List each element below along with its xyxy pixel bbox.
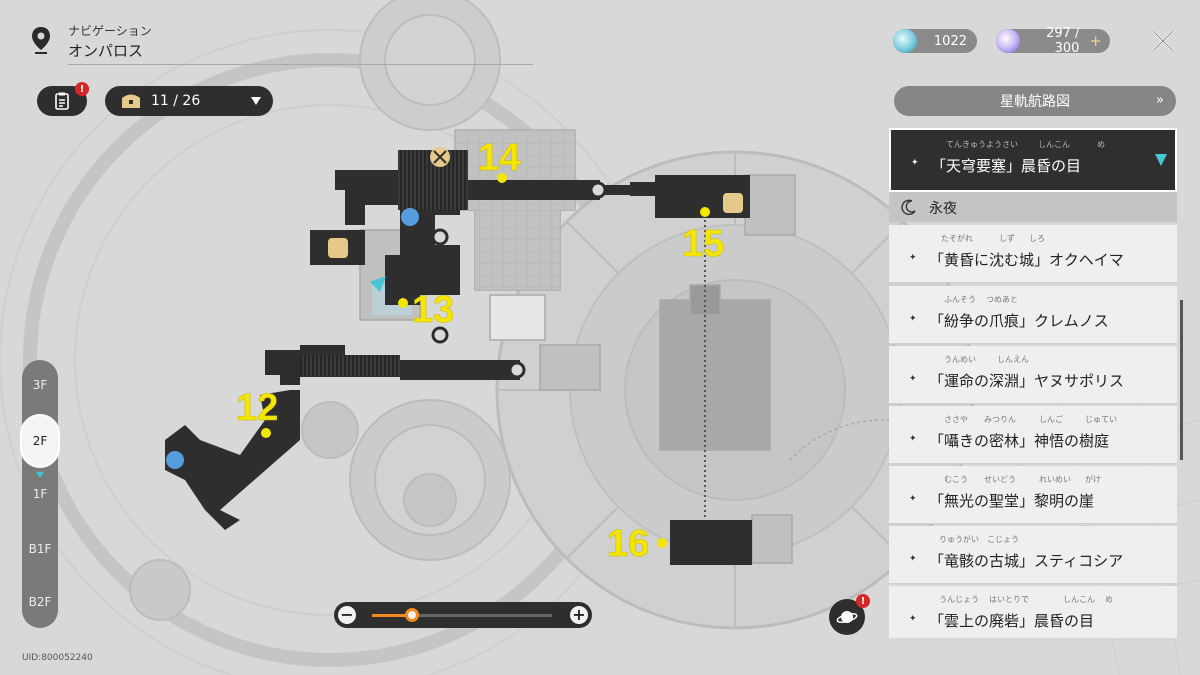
area-item[interactable]: ✦ ふんそう つめあと 「紛争の爪痕」クレムノス	[889, 286, 1177, 344]
area-name: 「雲上の廃砦」晨昏の目	[929, 612, 1095, 630]
furigana: ささや みつりん しんご じゅてい	[944, 415, 1117, 424]
area-item[interactable]: ✦ うんじょう はいとりで しんこん め 「雲上の廃砦」晨昏の目	[889, 586, 1177, 638]
area-name: 「黄昏に沈む城」オクヘイマ	[929, 251, 1124, 269]
double-chevron-right-icon: »	[1156, 93, 1164, 108]
area-name: 「無光の聖堂」黎明の崖	[929, 492, 1095, 510]
trailblaze-power-orb-icon	[996, 29, 1020, 53]
map-marker-label: 16	[607, 523, 649, 565]
diamond-bullet-icon: ✦	[909, 434, 917, 444]
floor-b1f[interactable]: B1F	[28, 542, 52, 556]
area-name: 「囁きの密林」神悟の樹庭	[929, 432, 1110, 450]
diamond-bullet-icon: ✦	[909, 614, 917, 624]
chest-count: 11 / 26	[151, 93, 201, 109]
star-map-alert-badge: !	[856, 594, 870, 608]
map-marker-label: 13	[412, 289, 454, 331]
header-divider	[68, 64, 533, 65]
player-uid: UID:800052240	[22, 653, 93, 663]
map-marker-label: 14	[478, 137, 520, 179]
close-icon[interactable]	[1150, 28, 1176, 54]
diamond-bullet-icon: ✦	[911, 158, 919, 168]
furigana: うんじょう はいとりで しんこん め	[939, 595, 1113, 604]
star-rail-map-button[interactable]: 星軌航路図 »	[894, 86, 1176, 116]
puzzle-icon[interactable]	[328, 238, 348, 258]
area-name: 「天穹要塞」晨昏の目	[931, 157, 1082, 175]
floor-1f[interactable]: 1F	[32, 487, 48, 501]
zoom-slider[interactable]: − +	[334, 602, 592, 628]
floor-2f[interactable]: 2F	[22, 416, 58, 466]
furigana: てんきゅうようさい しんこん め	[946, 140, 1105, 149]
section-label: 永夜	[929, 201, 957, 217]
furigana: うんめい しんえん	[944, 355, 1029, 364]
route-button-label: 星軌航路図	[1000, 94, 1070, 110]
trailblaze-power-counter[interactable]: 297 / 300 +	[996, 26, 1110, 56]
chevron-down-icon[interactable]	[251, 97, 261, 105]
player-floor-indicator-icon	[36, 472, 44, 478]
treasure-chest-icon	[122, 94, 140, 108]
diamond-bullet-icon: ✦	[909, 494, 917, 504]
map-marker-label: 12	[236, 387, 278, 429]
zoom-in-button[interactable]: +	[570, 606, 588, 624]
stellar-jade-orb-icon	[893, 29, 917, 53]
area-name: 「紛争の爪痕」クレムノス	[929, 312, 1109, 330]
zoom-track[interactable]	[372, 608, 552, 622]
area-name: 「運命の深淵」ヤヌサポリス	[929, 372, 1125, 390]
crossed-swords-icon[interactable]	[430, 147, 450, 167]
clipboard-icon	[55, 92, 69, 110]
map-marker-label: 15	[682, 223, 724, 265]
puzzle-icon[interactable]	[723, 193, 743, 213]
add-power-icon[interactable]: +	[1089, 32, 1102, 50]
location-name: オンパロス	[68, 42, 144, 60]
player-location-icon	[370, 276, 386, 292]
area-list-scrollbar[interactable]	[1180, 300, 1183, 460]
area-item-selected[interactable]: ✦ てんきゅうようさい しんこん め 「天穹要塞」晨昏の目	[889, 128, 1177, 192]
area-name: 「竜骸の古城」スティコシア	[929, 552, 1124, 570]
diamond-bullet-icon: ✦	[909, 314, 917, 324]
floor-selector[interactable]: 3F 2F 1F B1F B2F	[22, 360, 58, 628]
zoom-fill	[372, 614, 412, 617]
diamond-bullet-icon: ✦	[909, 253, 917, 263]
stellar-jade-counter[interactable]: 1022	[893, 29, 977, 53]
trailblaze-power-value: 297 / 300	[1046, 26, 1080, 56]
diamond-bullet-icon: ✦	[909, 374, 917, 384]
area-item[interactable]: ✦ ささや みつりん しんご じゅてい 「囁きの密林」神悟の樹庭	[889, 406, 1177, 464]
area-item[interactable]: ✦ たそがれ しず しろ 「黄昏に沈む城」オクヘイマ	[889, 225, 1177, 283]
furigana: ふんそう つめあと	[944, 295, 1018, 304]
planet-icon	[836, 611, 858, 624]
floor-3f[interactable]: 3F	[32, 378, 48, 392]
area-item[interactable]: ✦ うんめい しんえん 「運命の深淵」ヤヌサポリス	[889, 346, 1177, 404]
crescent-moon-icon	[901, 199, 916, 215]
diamond-bullet-icon: ✦	[909, 554, 917, 564]
zoom-handle[interactable]	[404, 608, 419, 622]
furigana: りゅうがい こじょう	[939, 535, 1019, 544]
treasure-chest-filter[interactable]: 11 / 26	[105, 86, 273, 116]
furigana: たそがれ しず しろ	[941, 234, 1045, 243]
area-item[interactable]: ✦ りゅうがい こじょう 「竜骸の古城」スティコシア	[889, 526, 1177, 584]
floor-b2f[interactable]: B2F	[28, 595, 52, 609]
current-area-indicator-icon	[1155, 154, 1167, 166]
zoom-out-button[interactable]: −	[338, 606, 356, 624]
stellar-jade-value: 1022	[933, 33, 967, 49]
furigana: むこう せいどう れいめい がけ	[944, 475, 1101, 484]
area-list[interactable]: ✦ てんきゅうようさい しんこん め 「天穹要塞」晨昏の目 永夜 ✦ たそがれ …	[889, 128, 1177, 638]
quest-alert-badge: !	[75, 82, 89, 96]
area-item[interactable]: ✦ むこう せいどう れいめい がけ 「無光の聖堂」黎明の崖	[889, 466, 1177, 524]
navigation-label: ナビゲーション	[68, 24, 152, 38]
space-anchor-icon[interactable]	[166, 208, 419, 469]
section-header: 永夜	[889, 192, 1177, 222]
map-pin-icon	[32, 27, 50, 54]
